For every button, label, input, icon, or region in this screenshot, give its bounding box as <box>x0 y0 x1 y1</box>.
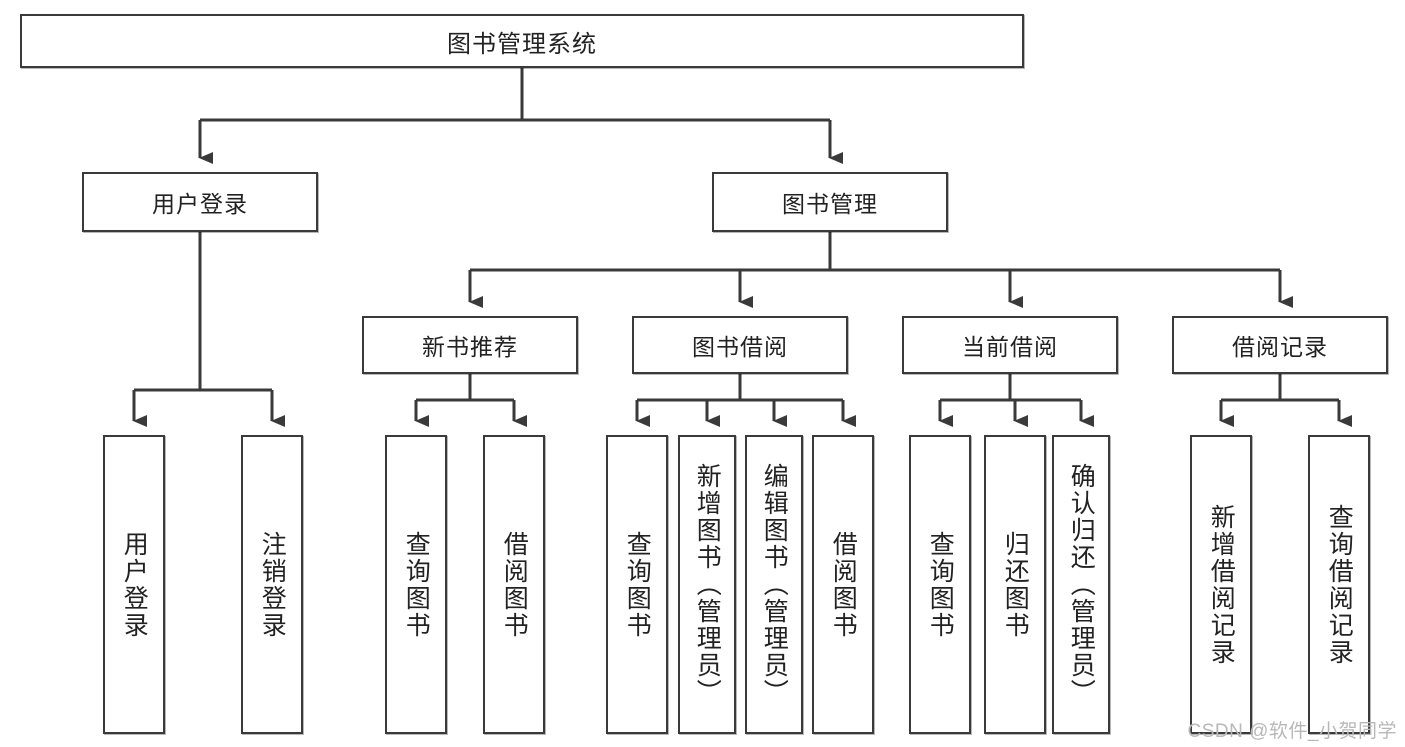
node-book-manage[interactable]: 图书管理 <box>712 172 948 232</box>
node-user-login[interactable]: 用户登录 <box>82 172 318 232</box>
node-leaf-confirm-return-label: 确认归还（管理员） <box>1067 463 1096 706</box>
node-book-borrow[interactable]: 图书借阅 <box>632 316 848 374</box>
node-current-borrow-label: 当前借阅 <box>962 334 1058 360</box>
node-leaf-query-book-borrow-label: 查询图书 <box>623 530 652 639</box>
node-user-login-label: 用户登录 <box>152 191 248 217</box>
node-borrow-record-label: 借阅记录 <box>1232 334 1328 360</box>
node-leaf-add-record[interactable]: 新增借阅记录 <box>1190 435 1252 734</box>
node-borrow-record[interactable]: 借阅记录 <box>1172 316 1388 374</box>
node-leaf-query-book-rec[interactable]: 查询图书 <box>385 435 447 734</box>
node-leaf-return-book-label: 归还图书 <box>1001 530 1030 639</box>
node-leaf-logout[interactable]: 注销登录 <box>241 435 303 734</box>
node-leaf-user-login-label: 用户登录 <box>120 530 149 639</box>
node-leaf-add-book[interactable]: 新增图书（管理员） <box>678 435 736 734</box>
node-leaf-query-book-cur-label: 查询图书 <box>926 530 955 639</box>
node-leaf-add-book-label: 新增图书（管理员） <box>693 463 722 706</box>
node-leaf-borrow-book-label: 借阅图书 <box>829 530 858 639</box>
node-new-book-rec[interactable]: 新书推荐 <box>362 316 578 374</box>
node-leaf-borrow-book[interactable]: 借阅图书 <box>812 435 874 734</box>
node-book-manage-label: 图书管理 <box>782 191 878 217</box>
node-leaf-return-book[interactable]: 归还图书 <box>984 435 1046 734</box>
node-leaf-confirm-return[interactable]: 确认归还（管理员） <box>1052 435 1110 734</box>
node-leaf-query-book-cur[interactable]: 查询图书 <box>909 435 971 734</box>
node-leaf-query-record[interactable]: 查询借阅记录 <box>1308 435 1370 734</box>
node-leaf-edit-book[interactable]: 编辑图书（管理员） <box>745 435 803 734</box>
node-leaf-user-login[interactable]: 用户登录 <box>103 435 165 734</box>
node-book-borrow-label: 图书借阅 <box>692 334 788 360</box>
node-leaf-add-record-label: 新增借阅记录 <box>1207 503 1236 666</box>
node-leaf-borrow-book-rec[interactable]: 借阅图书 <box>483 435 545 734</box>
node-leaf-query-record-label: 查询借阅记录 <box>1325 503 1354 666</box>
node-leaf-edit-book-label: 编辑图书（管理员） <box>760 463 789 706</box>
node-root-label: 图书管理系统 <box>447 30 597 58</box>
node-new-book-rec-label: 新书推荐 <box>422 334 518 360</box>
node-leaf-borrow-book-rec-label: 借阅图书 <box>500 530 529 639</box>
node-leaf-query-book-rec-label: 查询图书 <box>402 530 431 639</box>
node-leaf-query-book-borrow[interactable]: 查询图书 <box>606 435 668 734</box>
node-leaf-logout-label: 注销登录 <box>258 530 287 639</box>
node-root[interactable]: 图书管理系统 <box>20 14 1024 68</box>
node-current-borrow[interactable]: 当前借阅 <box>902 316 1118 374</box>
